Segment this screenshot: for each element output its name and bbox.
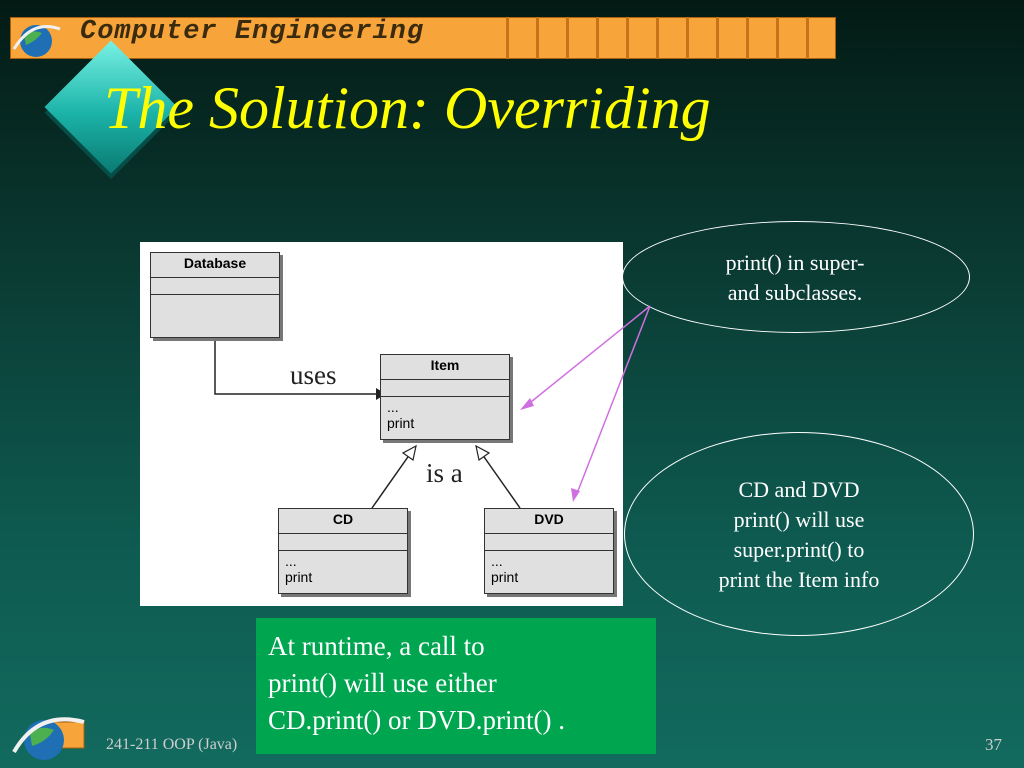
class-name: Item <box>381 355 509 380</box>
class-dvd: DVD ... print <box>484 508 614 594</box>
class-member: print <box>491 569 519 585</box>
header-title: Computer Engineering <box>80 17 425 47</box>
uml-diagram: Database Item ... print CD ... print DVD… <box>140 242 623 606</box>
uml-connectors <box>214 338 521 509</box>
class-member: ... <box>491 553 503 569</box>
class-name: DVD <box>485 509 613 534</box>
callout-bottom-ellipse <box>624 432 974 636</box>
class-cd: CD ... print <box>278 508 408 594</box>
header-stripes <box>506 17 836 59</box>
slide-title: The Solution: Overriding <box>104 75 711 141</box>
callout-bottom-text: CD and DVD print() will use super.print(… <box>718 477 880 592</box>
class-member: print <box>285 569 313 585</box>
runtime-note: At runtime, a call to print() will use e… <box>256 618 656 754</box>
class-member: ... <box>387 399 399 415</box>
callout-top-ellipse <box>622 221 970 333</box>
callout-top-text: print() in super- and subclasses. <box>725 250 865 305</box>
class-name: CD <box>279 509 407 534</box>
uses-label: uses <box>290 360 337 390</box>
class-item: Item ... print <box>380 354 510 440</box>
footer-course: 241-211 OOP (Java) <box>106 736 238 753</box>
globe-logo-icon <box>12 25 61 57</box>
class-database: Database <box>150 252 280 338</box>
class-member: print <box>387 415 415 431</box>
header-bar <box>10 17 836 59</box>
page-number: 37 <box>985 735 1002 754</box>
footer-globe-logo-icon <box>12 717 85 760</box>
class-name: Database <box>151 253 279 278</box>
is-a-label: is a <box>426 458 463 488</box>
class-member: ... <box>285 553 297 569</box>
